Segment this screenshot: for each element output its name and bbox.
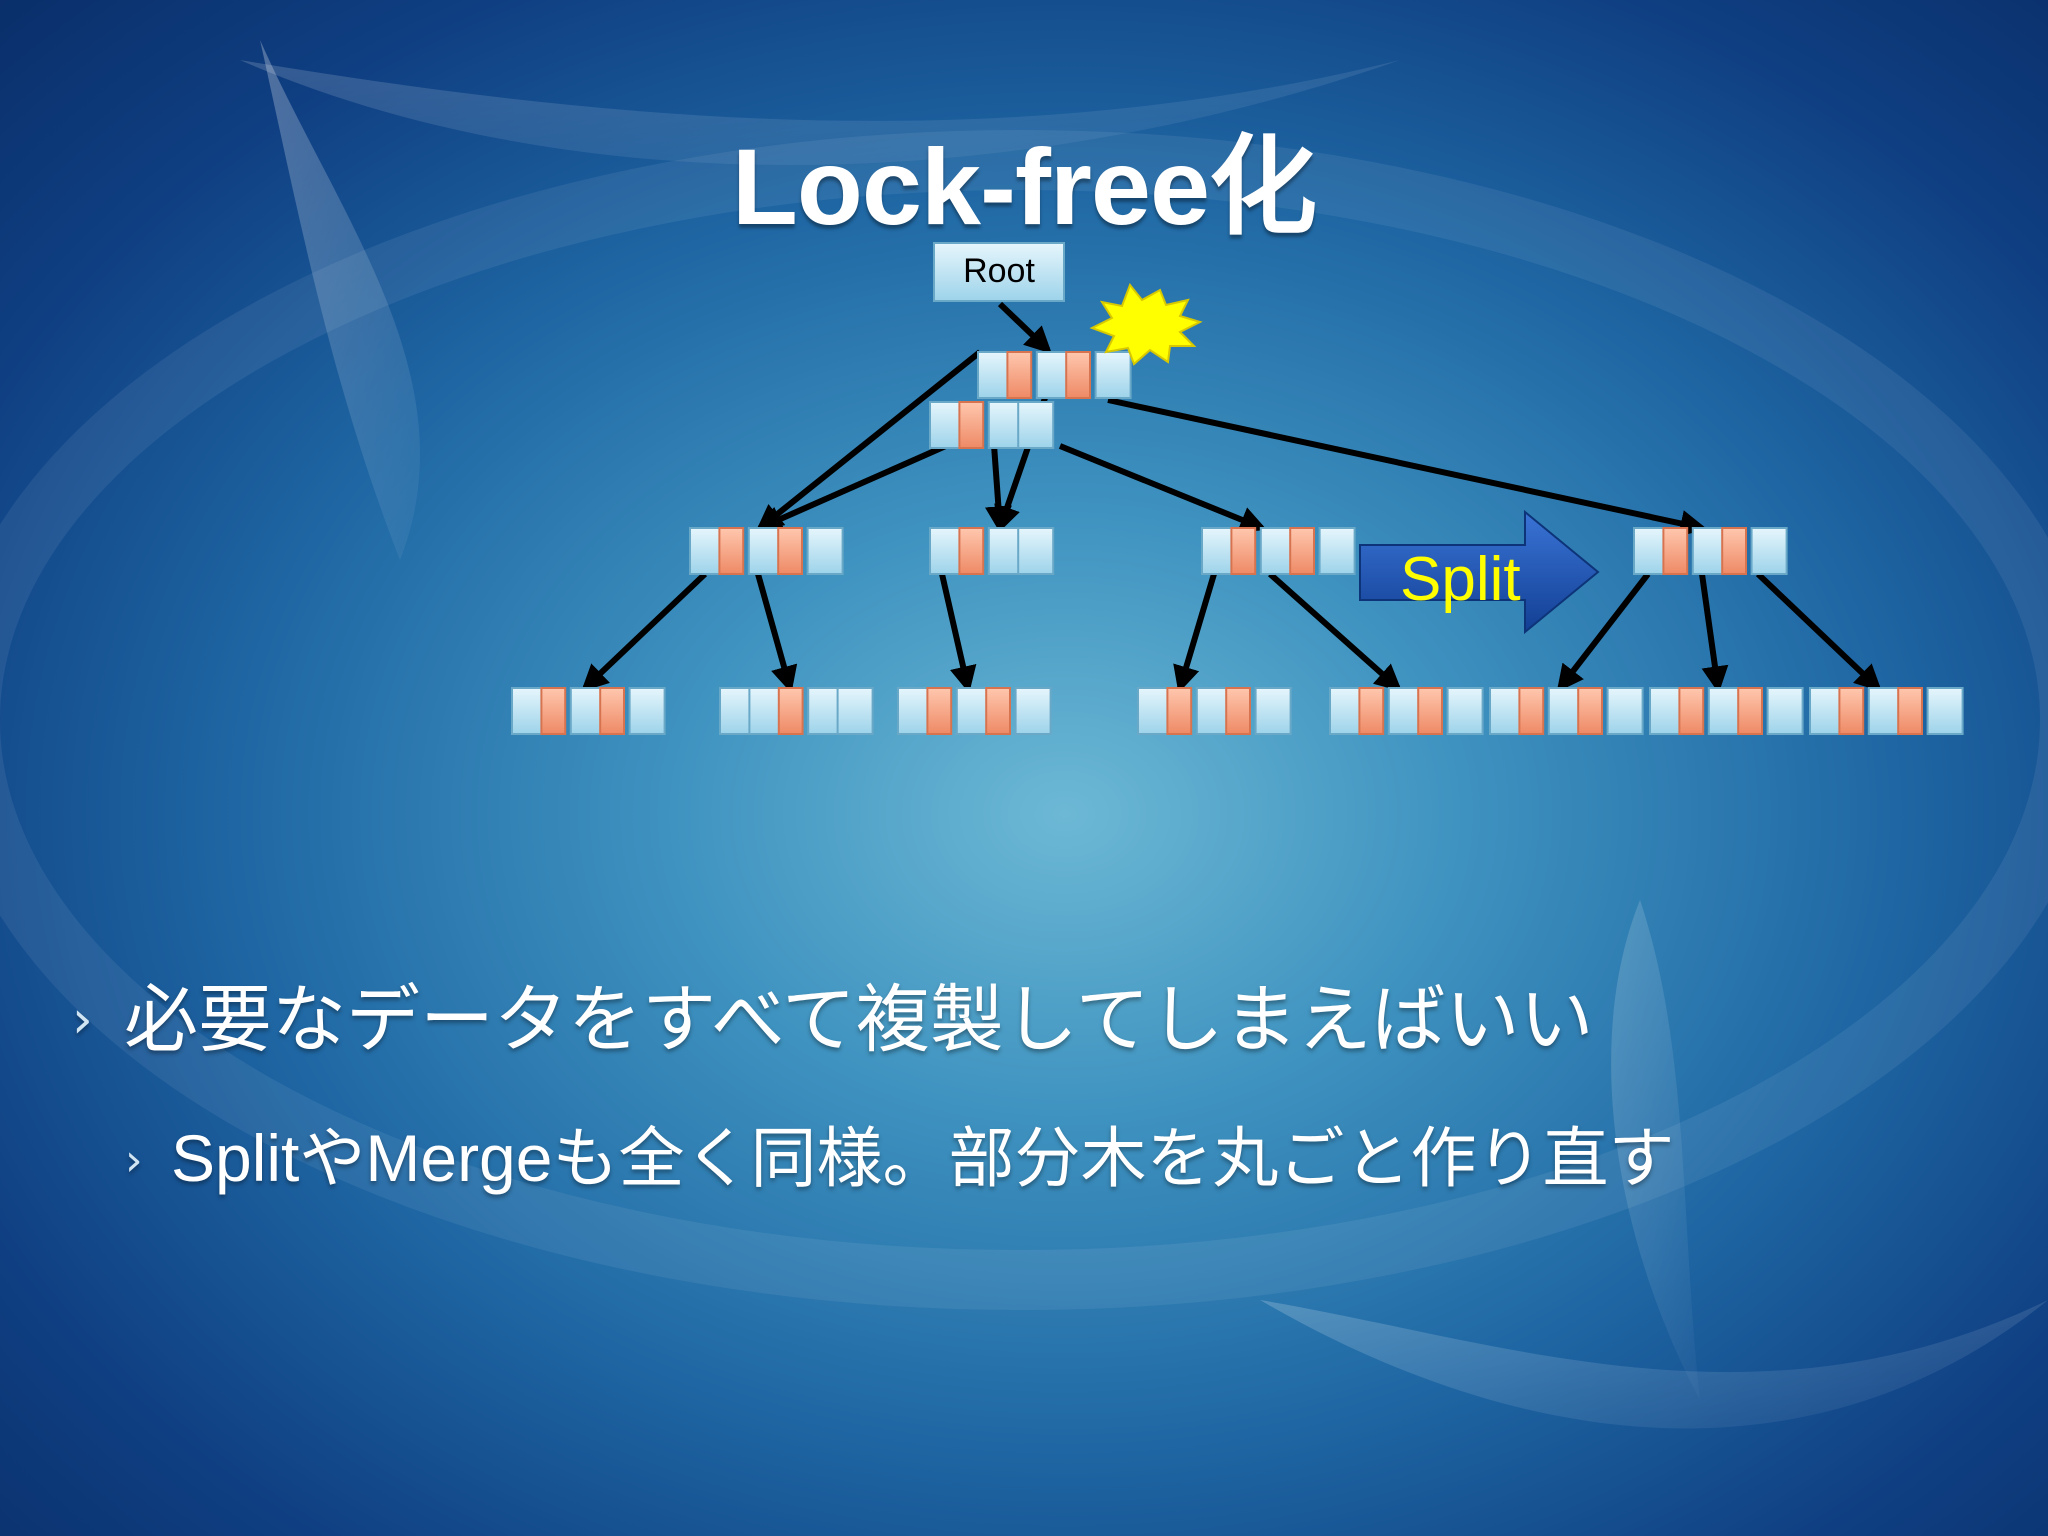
node-internal-3 [1201,527,1356,575]
pointer-cell [540,687,567,735]
edge-leaf-1 [581,571,708,692]
key-cell [1926,687,1964,735]
edge-leaf-4 [1173,573,1217,694]
pointer-cell [1417,687,1443,735]
edge-old-root-child-1 [755,442,950,532]
key-cell [1014,687,1052,735]
pointer-cell [718,527,745,575]
bullet-main: › 必要なデータをすべて複製してしまえばいい [72,960,1594,1067]
pointer-cell [958,527,985,575]
node-leaf-5 [1329,687,1484,735]
pointer-cell [1721,527,1747,575]
pointer-cell [1838,687,1865,735]
pointer-cell [1006,351,1033,399]
pointer-cell [1225,687,1251,735]
pointer-cell [777,527,804,575]
pointer-cell [1166,687,1193,735]
key-cell [628,687,666,735]
key-cell [1318,527,1356,575]
edge-leaf-3 [939,573,977,694]
key-cell [1017,527,1055,575]
bullet-sub-text-ya: や [299,1120,366,1197]
node-internal-split [1633,527,1788,575]
tree-edges [581,301,1882,694]
background-swoosh-right [1611,900,1700,1400]
change-burst-icon [1089,283,1203,366]
edge-leaf-8 [1755,571,1882,692]
root-node: Root [933,242,1065,302]
node-leaf-1 [511,687,666,735]
node-leaf-7 [1649,687,1804,735]
tree-nodes [511,351,1964,735]
key-cell [1017,401,1055,449]
edge-leaf-2 [755,573,798,694]
node-leaf-2 [719,687,874,735]
edge-new-root-child-split [1107,397,1708,537]
pointer-cell [1737,687,1763,735]
bullet-main-text: 必要なデータをすべて複製してしまえばいい [124,977,1594,1063]
background-oval [0,130,2048,1310]
node-new-root [977,351,1132,399]
pointer-cell [1065,351,1091,399]
key-cell [1094,351,1132,399]
pointer-cell [599,687,626,735]
pointer-cell [1897,687,1923,735]
node-internal-1 [689,527,844,575]
node-leaf-8 [1809,687,1964,735]
node-leaf-4 [1137,687,1292,735]
pointer-cell [1662,527,1689,575]
pointer-cell [985,687,1012,735]
edge-leaf-7 [1699,573,1729,694]
pointer-cell [1678,687,1705,735]
node-old-root [929,401,1055,449]
edge-new-root-child-1 [755,349,982,532]
key-cell [1750,527,1788,575]
slide-title: Lock-free化 [731,126,1317,247]
node-leaf-6 [1489,687,1644,735]
background-swoosh-bottom [1260,1300,2048,1429]
node-leaf-3 [897,687,1052,735]
root-label: Root [963,252,1035,290]
pointer-cell [1289,527,1315,575]
key-cell [836,687,874,735]
edge-old-root-child-2 [984,444,1012,534]
pointer-cell [1358,687,1385,735]
pointer-cell [777,687,804,735]
split-arrow: Split [1359,509,1600,635]
pointer-cell [1230,527,1257,575]
bullet-sub-text-split: Split [171,1121,300,1195]
node-internal-2 [929,527,1055,575]
bullet-sub-text-merge: Merge [365,1121,553,1195]
key-cell [1766,687,1804,735]
pointer-cell [1518,687,1545,735]
pointer-cell [1577,687,1603,735]
key-cell [1606,687,1644,735]
pointer-cell [958,401,985,449]
bullet-sub: › SplitやMergeも全く同様。部分木を丸ごと作り直す [125,1105,1674,1201]
bullet-sub-marker: › [125,1135,143,1186]
edge-leaf-6 [1556,572,1651,693]
edge-leaf-5 [1268,571,1403,692]
key-cell [1254,687,1292,735]
split-label: Split [1400,545,1521,614]
bullet-sub-text-rest: も全く同様。部分木を丸ごと作り直す [552,1120,1675,1197]
background-swoosh-left [260,40,420,560]
edge-root-to-new-root [997,301,1052,354]
bullet-marker: › [72,990,93,1050]
key-cell [1446,687,1484,735]
key-cell [806,527,844,575]
background-swoosh-top [240,60,1400,165]
pointer-cell [926,687,953,735]
edge-new-root-child-3 [1058,443,1268,533]
